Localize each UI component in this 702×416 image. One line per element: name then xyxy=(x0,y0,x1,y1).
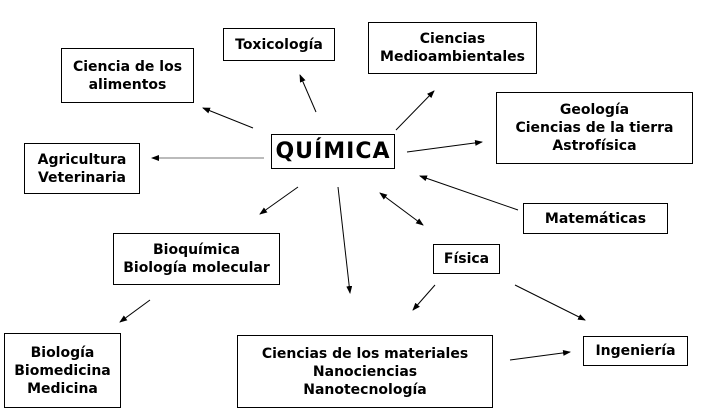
node-agricultura: Agricultura Veterinaria xyxy=(24,143,140,194)
node-biologia: Biología Biomedicina Medicina xyxy=(4,333,121,408)
node-materiales: Ciencias de los materiales Nanociencias … xyxy=(237,335,493,408)
arrow-to-geologia xyxy=(406,139,483,153)
node-geologia: Geología Ciencias de la tierra Astrofísi… xyxy=(496,92,693,164)
node-medioambientales: Ciencias Medioambientales xyxy=(368,22,537,74)
arrow-fisica-to-ingenieria xyxy=(514,284,586,321)
arrow-materiales-to-ingenieria xyxy=(509,349,571,361)
arrow-to-materiales xyxy=(337,186,353,294)
arrow-to-toxicologia xyxy=(299,74,317,113)
node-bioquimica: Bioquímica Biología molecular xyxy=(113,233,280,285)
node-alimentos: Ciencia de los alimentos xyxy=(61,48,194,103)
arrow-fisica-to-materiales xyxy=(412,284,436,311)
node-matematicas: Matemáticas xyxy=(523,203,668,234)
node-fisica: Física xyxy=(433,244,500,274)
node-toxicologia: Toxicología xyxy=(223,28,335,61)
arrow-quimica-fisica xyxy=(379,192,424,226)
arrow-to-medioambientales xyxy=(395,90,435,131)
node-ingenieria: Ingeniería xyxy=(583,336,688,366)
arrow-to-biologia xyxy=(119,299,151,323)
node-quimica: QUÍMICA xyxy=(271,134,395,169)
arrow-to-bioquimica xyxy=(259,186,299,215)
arrow-to-alimentos xyxy=(202,107,254,129)
arrow-from-matematicas xyxy=(419,175,519,211)
